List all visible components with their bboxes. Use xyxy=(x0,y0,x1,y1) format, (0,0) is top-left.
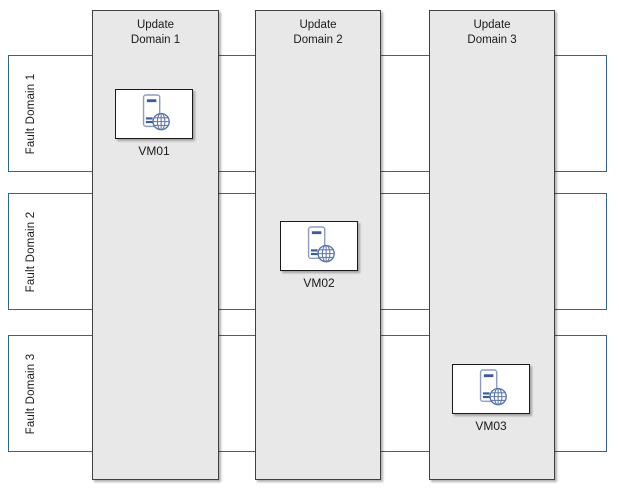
update-domain-1-label: Update Domain 1 xyxy=(93,11,218,48)
vm03-box xyxy=(452,364,530,414)
vm01-label: VM01 xyxy=(138,144,170,158)
update-domain-3-label: Update Domain 3 xyxy=(430,11,554,48)
fault-domain-2-label: Fault Domain 2 xyxy=(25,211,37,292)
vm03-label: VM03 xyxy=(475,419,507,433)
update-domain-1-label-line1: Update xyxy=(136,19,175,31)
fault-domain-1-label: Fault Domain 1 xyxy=(25,73,37,154)
update-domain-2-label: Update Domain 2 xyxy=(256,11,380,48)
vm02-box xyxy=(280,221,358,271)
vm01-box xyxy=(115,89,193,139)
vm01-group: VM01 xyxy=(115,89,193,158)
update-domain-2-label-line2: Domain 2 xyxy=(293,34,343,47)
update-domain-1-box: Update Domain 1 xyxy=(92,10,219,480)
update-domain-1-label-line2: Domain 1 xyxy=(130,34,181,47)
update-domain-3-label-line2: Domain 3 xyxy=(467,34,517,47)
vm-server-globe-icon xyxy=(307,226,335,263)
vm02-group: VM02 xyxy=(280,221,358,290)
vm02-label: VM02 xyxy=(303,276,335,290)
update-domain-3-label-line1: Update xyxy=(473,19,511,31)
vm-server-globe-icon xyxy=(479,369,507,406)
vm-server-globe-icon xyxy=(142,94,170,131)
fault-domain-3-label: Fault Domain 3 xyxy=(25,353,37,434)
update-domain-2-label-line1: Update xyxy=(299,19,337,31)
vm03-group: VM03 xyxy=(452,364,530,433)
